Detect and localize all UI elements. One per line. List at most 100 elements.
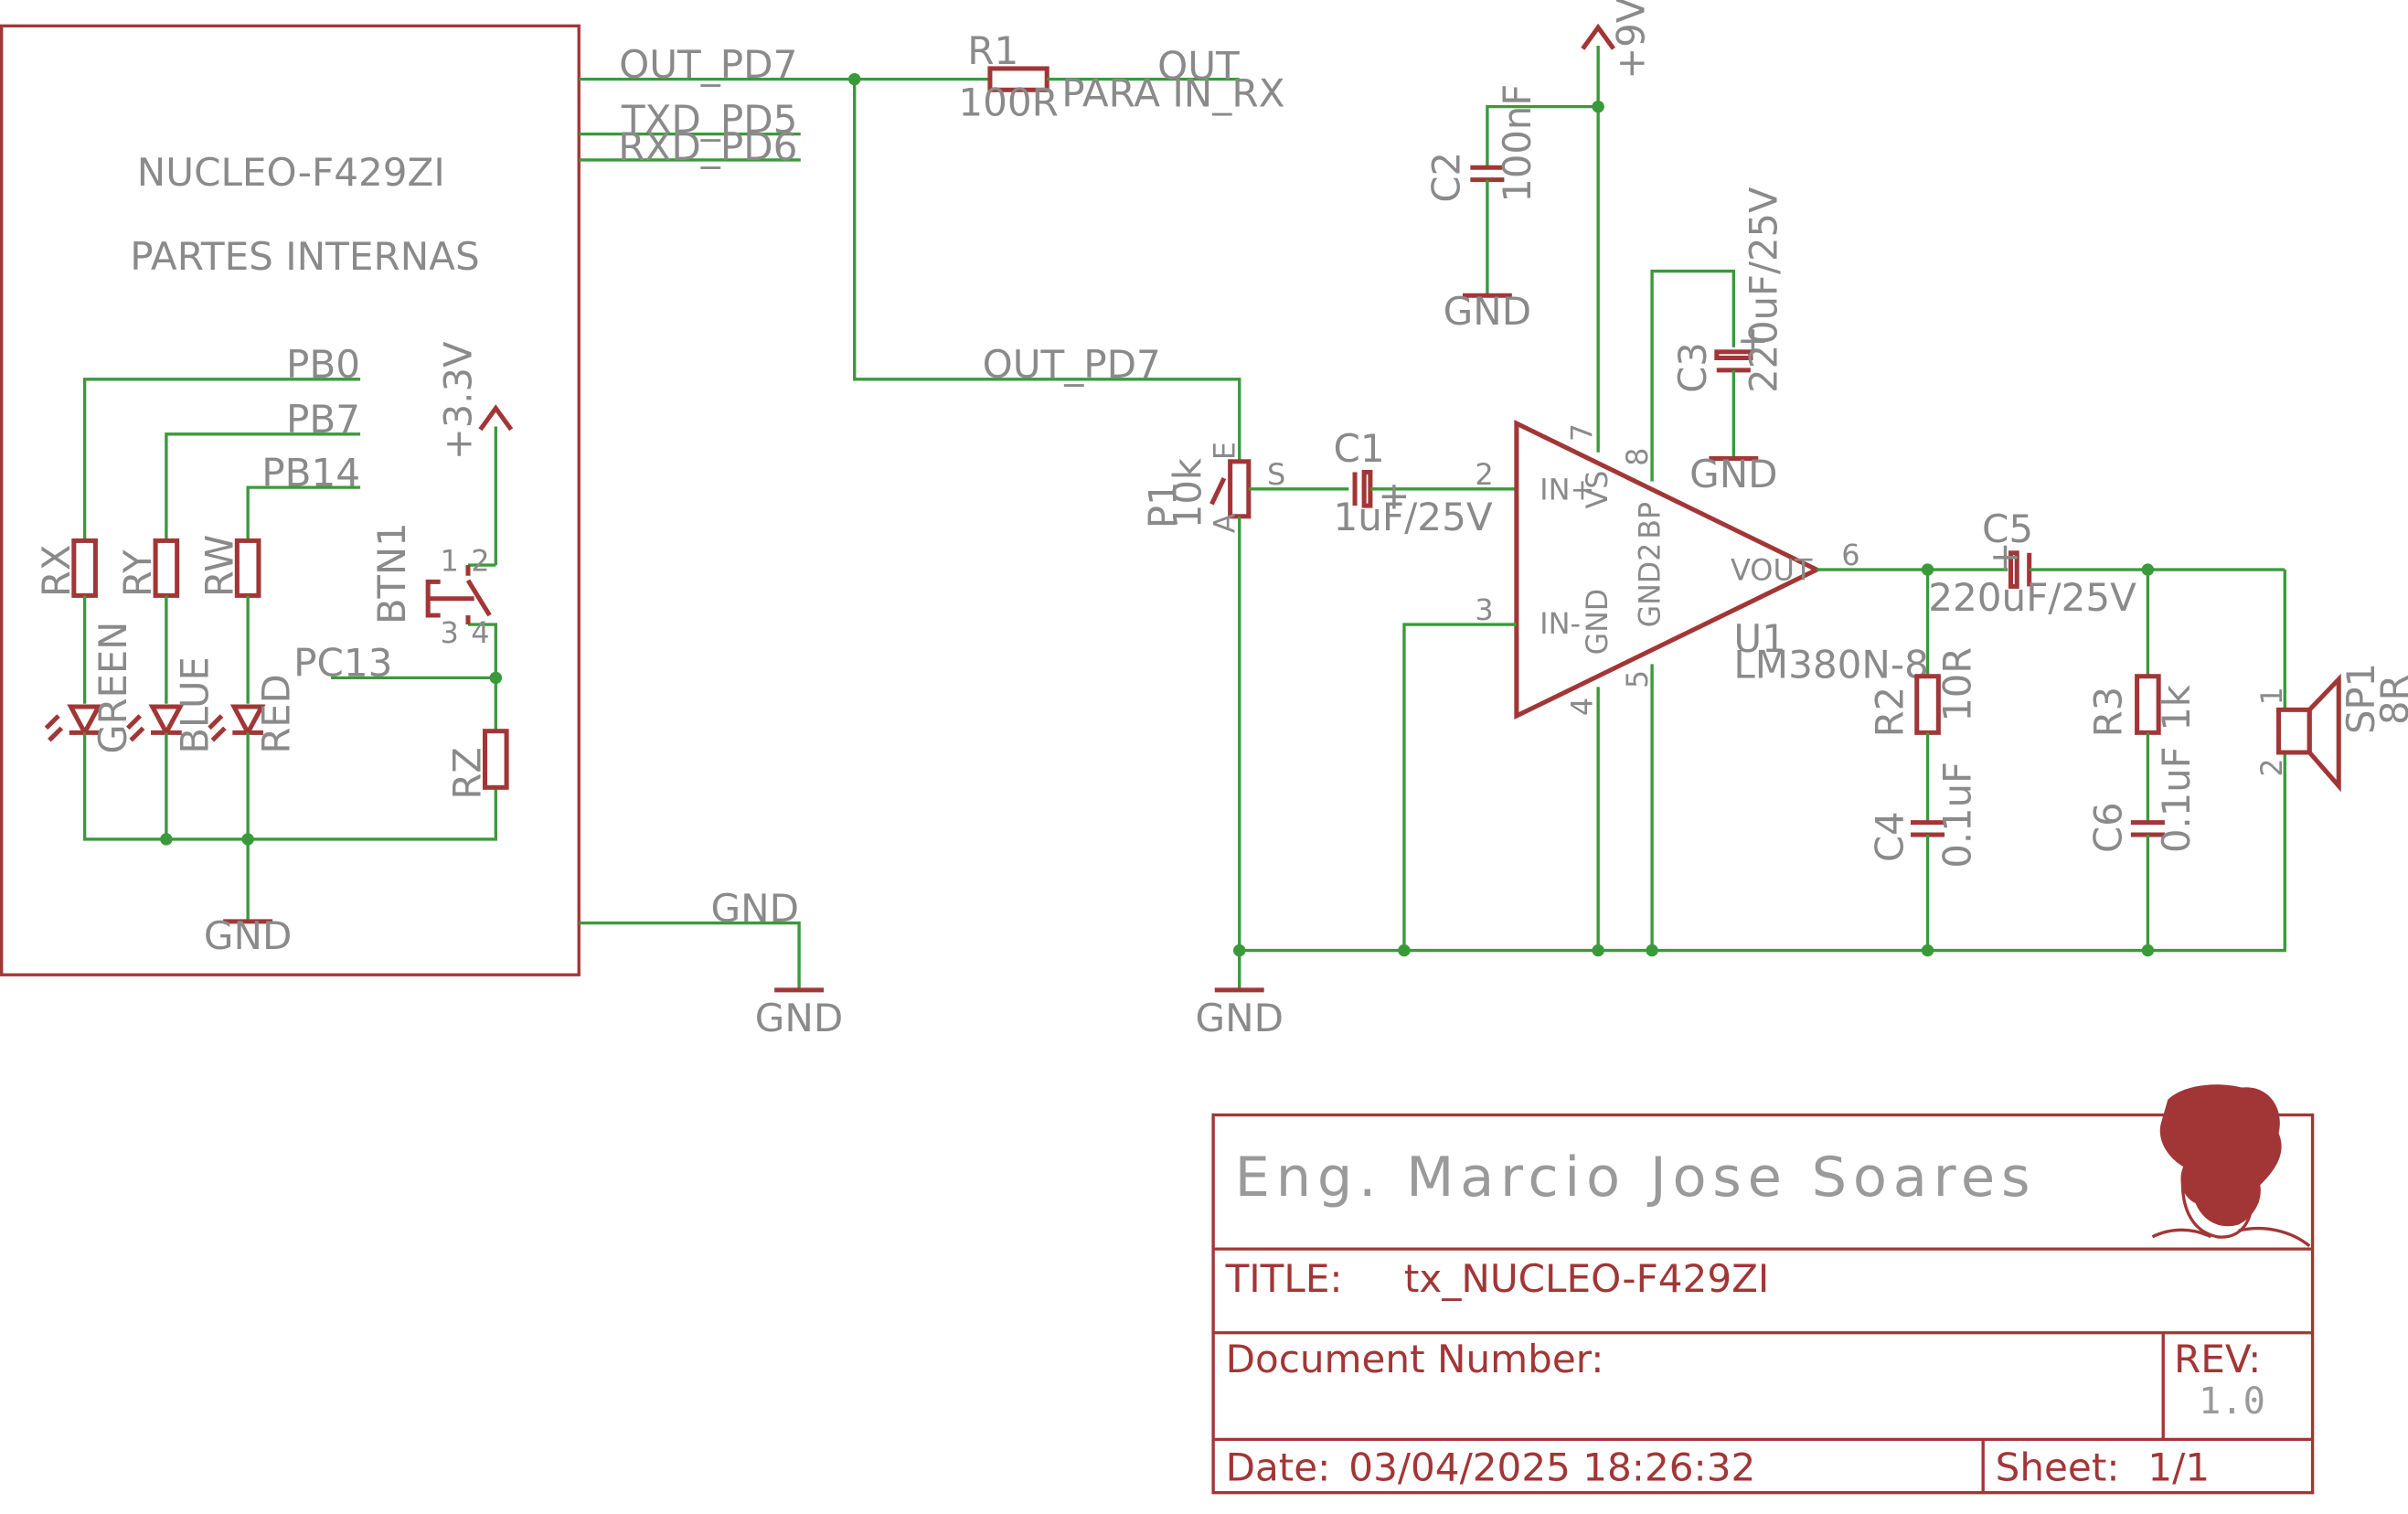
label-c6-value: 0.1uF [2154,746,2199,853]
label-3v3: +3.3V [435,341,480,460]
label-gnd-c2: GND [1444,289,1532,334]
rev-label: REV: [2174,1337,2261,1381]
label-out-note: PARA IN_RX [1061,71,1284,116]
rev-value: 1.0 [2199,1381,2265,1423]
u1-pin-bp: BP [1632,502,1667,539]
label-c5-value: 220uF/25V [1928,575,2136,620]
label-pc13: PC13 [293,641,392,686]
label-c4-value: 0.1uF [1934,762,1979,869]
label-out-pd7-mid: OUT_PD7 [983,342,1161,387]
wire-inm-gnd [1402,623,1517,951]
label-r1-value: 100R [958,80,1059,125]
label-led-red: RED [253,674,298,753]
wire-out-pd7-to-pot [853,79,1241,462]
u1-pin-gnd: GND [1580,589,1614,656]
label-ry: RY [115,549,160,597]
junction-dot [160,833,173,846]
c3-plus: + [1737,318,1769,363]
wire-led-common-gnd [82,732,497,841]
u1-pin-gnd2: GND2 [1632,543,1667,628]
nucleo-board: NUCLEO-F429ZI PARTES INTERNAS [0,24,581,976]
label-c3: C3 [1670,342,1715,393]
title-label: TITLE: [1225,1256,1343,1301]
label-out-pd7-top: OUT_PD7 [619,42,797,87]
label-gnd-pot: GND [1195,996,1284,1040]
sheet-value: 1/1 [2147,1445,2210,1490]
board-pin-wires: OUT_PD7 TXD_PD5 RXD_PD6 GND GND [579,42,855,1040]
label-sp1-value: 8R [2372,675,2408,725]
wire-c2-top [1486,104,1599,168]
u1-num-6: 6 [1841,538,1859,572]
capacitor-c5: C5 220uF/25V + [1928,506,2285,620]
speaker-cone [2307,673,2341,793]
label-u1: U1 [1733,616,1786,661]
btn-pin-3: 3 [441,615,459,650]
wire-pb7 [165,432,361,541]
label-r3-value: 1k [2154,684,2199,730]
sp-pin-2: 2 [2254,759,2289,777]
label-btn1: BTN1 [369,522,414,624]
u1-num-4: 4 [1564,698,1599,716]
label-gnd-board: GND [755,996,844,1040]
label-rx: RX [34,545,79,597]
speaker-sp1: 1 2 SP1 8R [1239,570,2408,953]
label-u1-part: LM380N-8 [1733,643,1929,688]
label-c3-value: 220uF/25V [1741,187,1785,393]
btn-lever [465,579,492,617]
u1-num-8: 8 [1620,448,1655,466]
c5-plate-pos [2008,550,2019,589]
label-rw: RW [197,535,241,597]
label-c2: C2 [1423,152,1468,203]
label-c4: C4 [1867,811,1912,862]
label-gnd-led: GND [204,913,293,958]
c1-plus: + [1378,474,1410,518]
c3-plate-pos [1714,349,1753,361]
u1-num-7: 7 [1564,423,1599,442]
label-pb7: PB7 [286,397,360,442]
label-c5: C5 [1982,506,2033,551]
capacitor-c3: GND C3 220uF/25V + [1670,187,1786,496]
u1-pin-vout: VOUT [1731,553,1813,588]
title-block-frame [1211,1113,2315,1495]
u1-num-5: 5 [1620,670,1655,688]
date-value: 03/04/2025 18:26:32 [1348,1445,1755,1490]
amplifier-u1: IN+ IN- VS BP GND GND2 VOUT 2 3 7 8 4 5 … [1398,0,2008,957]
pot-pin-a: A [1208,513,1242,533]
label-c1: C1 [1333,426,1384,471]
date-label: Date: [1226,1445,1331,1490]
wire-gnd-bus [1239,752,2286,953]
u1-pin-vs: VS [1580,471,1614,509]
label-r3: R3 [2086,687,2131,737]
board-outline [0,24,581,976]
pot-pin-e: E [1208,442,1242,460]
c5-plus: + [1989,534,2021,579]
led-circuit: PB0 PB7 PB14 RX RY RW GR [34,342,497,958]
label-gnd-c3: GND [1689,452,1778,496]
btn-pin-1: 1 [441,544,459,579]
label-txd-pd5: TXD_PD5 [621,97,798,142]
u1-num-3: 3 [1475,592,1493,627]
potentiometer-p1: S E A P1 10k GND [1140,442,1349,1040]
label-c1-value: 1uF/25V [1333,495,1493,539]
u1-pin-inm: IN- [1540,606,1581,641]
label-c2-value: 100nF [1495,84,1540,203]
sp-pin-1: 1 [2254,687,2289,705]
resistor-rz [482,729,509,790]
pot-pin-s: S [1267,457,1285,492]
label-r2: R2 [1867,687,1912,737]
label-pb0: PB0 [286,342,360,387]
button-circuit: +3.3V BTN1 1 2 3 4 PC13 RZ [293,341,514,800]
label-c6: C6 [2086,802,2131,853]
board-name: NUCLEO-F429ZI [137,150,445,195]
zobel-r3-c6: R3 1k C6 0.1uF [2086,570,2199,957]
btn-pin-2: 2 [471,544,489,579]
junction-dot [241,833,254,846]
label-rxd-pd6: RXD_PD6 [618,124,797,169]
junction-dot [489,671,503,685]
label-9v: +9V [1608,0,1653,80]
sheet-label: Sheet: [1996,1445,2120,1490]
btn-pin-4: 4 [471,615,489,650]
label-rz: RZ [444,747,489,799]
wire-bp-c3 [1650,269,1736,482]
